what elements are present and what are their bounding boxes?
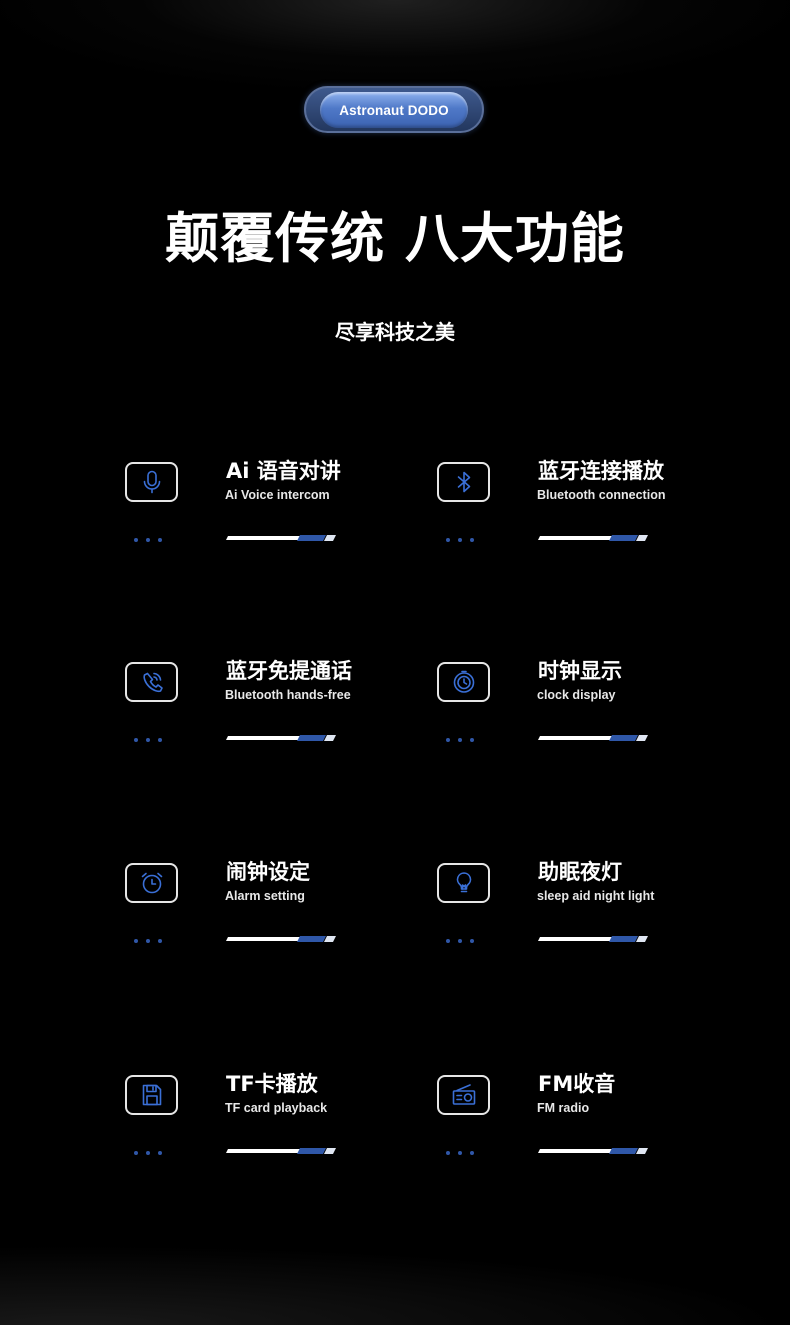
feature-subtitle: TF card playback [225,1101,328,1115]
feature-subtitle: sleep aid night light [537,889,655,903]
feature-subtitle: Ai Voice intercom [225,488,330,502]
feature-subtitle: Bluetooth hands-free [225,688,351,702]
feature-title: TF卡播放 [226,1072,318,1096]
phone-call-icon [142,672,163,693]
headline: 颠覆传统 八大功能 [165,207,625,270]
feature-title: FM收音 [538,1072,616,1096]
radio-icon [452,1084,475,1105]
feature-bluetooth-connection: 蓝牙连接播放 Bluetooth connection [437,459,757,562]
progress-bar-decoration [226,735,336,741]
sd-card-icon [142,1084,161,1106]
brand-badge: Astronaut DODO [320,92,468,128]
top-glow [0,0,790,90]
progress-bar-decoration [538,735,648,741]
feature-tf-card-playback: TF卡播放 TF card playback [125,1072,445,1175]
feature-title: Ai 语音对讲 [226,459,341,483]
feature-night-light: 助眠夜灯 sleep aid night light [437,860,757,963]
dots-indicator [446,738,486,746]
feature-icon-box [437,662,490,702]
clock-icon [453,670,474,693]
dots-indicator [134,538,174,546]
feature-icon-box [437,1075,490,1115]
feature-icon-box [125,462,178,502]
bluetooth-icon [457,471,470,493]
progress-bar-decoration [538,936,648,942]
feature-title: 时钟显示 [538,659,622,683]
feature-icon-box [437,863,490,903]
feature-handsfree-call: 蓝牙免提通话 Bluetooth hands-free [125,659,445,762]
subheadline: 尽享科技之美 [335,320,455,344]
light-bulb-icon [456,872,471,893]
dots-indicator [134,1151,174,1159]
feature-subtitle: Bluetooth connection [537,488,666,502]
feature-subtitle: FM radio [537,1101,590,1115]
dots-indicator [134,738,174,746]
progress-bar-decoration [226,535,336,541]
feature-alarm-setting: 闹钟设定 Alarm setting [125,860,445,963]
bottom-glow [0,1245,790,1325]
progress-bar-decoration [538,535,648,541]
feature-subtitle: clock display [537,688,616,702]
feature-fm-radio: FM收音 FM radio [437,1072,757,1175]
dots-indicator [446,1151,486,1159]
alarm-clock-icon [141,872,162,894]
feature-voice-intercom: Ai 语音对讲 Ai Voice intercom [125,459,445,562]
feature-subtitle: Alarm setting [225,889,305,903]
feature-title: 蓝牙免提通话 [226,659,352,683]
feature-icon-box [125,863,178,903]
feature-icon-box [125,1075,178,1115]
feature-title: 蓝牙连接播放 [538,459,664,483]
progress-bar-decoration [226,1148,336,1154]
feature-icon-box [125,662,178,702]
microphone-icon [143,470,160,494]
feature-clock-display: 时钟显示 clock display [437,659,757,762]
dots-indicator [446,939,486,947]
feature-icon-box [437,462,490,502]
dots-indicator [446,538,486,546]
progress-bar-decoration [226,936,336,942]
feature-title: 闹钟设定 [226,860,310,884]
progress-bar-decoration [538,1148,648,1154]
feature-title: 助眠夜灯 [538,860,622,884]
dots-indicator [134,939,174,947]
